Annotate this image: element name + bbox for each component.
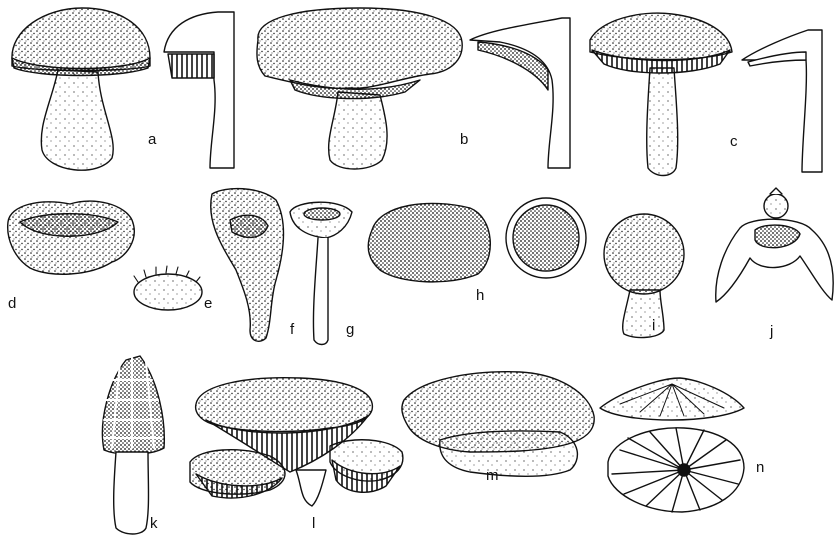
label-n: n — [756, 460, 764, 475]
hairy-disc-fungus-drawing — [134, 266, 202, 310]
label-h: h — [476, 288, 484, 303]
label-g: g — [346, 322, 354, 337]
label-l: l — [312, 516, 315, 531]
bracket-fungus-drawing — [402, 372, 594, 477]
earthstar-fungus-drawing — [716, 188, 833, 302]
gilled-cap-views-drawing — [600, 378, 744, 512]
label-f: f — [290, 322, 294, 337]
label-d: d — [8, 296, 16, 311]
gilled-mushroom-drawing — [590, 13, 822, 175]
morel-mushroom-drawing — [102, 356, 164, 534]
label-k: k — [150, 516, 158, 531]
label-e: e — [204, 296, 212, 311]
oyster-mushroom-drawing — [190, 378, 403, 506]
label-i: i — [652, 318, 655, 333]
label-b: b — [460, 132, 468, 147]
truffle-fungus-drawing — [368, 198, 586, 282]
ear-fungus-drawing — [211, 189, 284, 342]
cup-fungus-drawing — [8, 201, 135, 274]
spiny-puffball-drawing — [604, 214, 684, 337]
tooth-fungus-drawing — [257, 8, 570, 169]
bolete-mushroom-drawing — [12, 8, 234, 170]
stalked-funnel-fungus-drawing — [290, 202, 352, 344]
label-c: c — [730, 134, 738, 149]
label-a: a — [148, 132, 156, 147]
label-m: m — [486, 468, 499, 483]
label-j: j — [770, 324, 773, 339]
